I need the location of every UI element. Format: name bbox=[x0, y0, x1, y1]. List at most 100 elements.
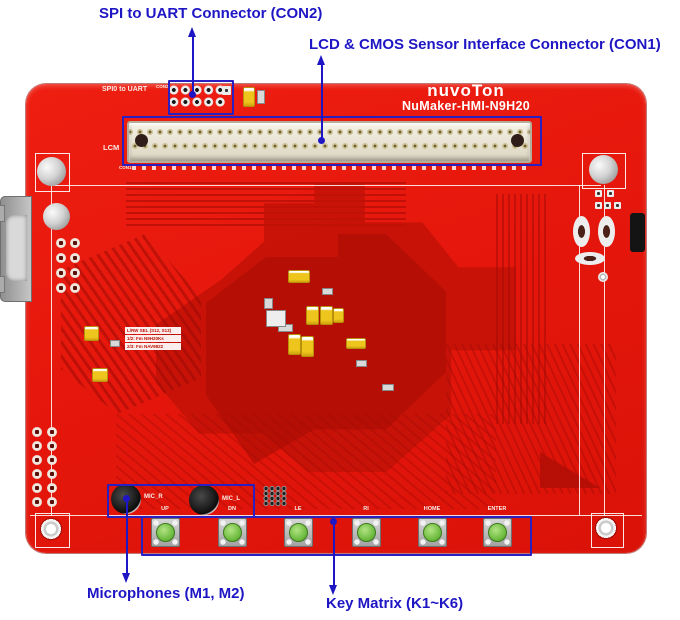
capacitor bbox=[346, 338, 366, 349]
key-button-k4: RI bbox=[346, 505, 386, 547]
key-label: HOME bbox=[423, 506, 441, 512]
tact-switch bbox=[351, 518, 381, 547]
silkscreen-frame-line bbox=[30, 515, 642, 516]
oval-pad bbox=[573, 216, 590, 247]
capacitor bbox=[288, 270, 310, 283]
mics-arrow-line bbox=[126, 500, 128, 574]
silkscreen-frame-line bbox=[604, 185, 605, 516]
capacitor bbox=[84, 326, 99, 341]
con2-arrow-dot bbox=[189, 91, 196, 98]
screw-outline bbox=[582, 153, 626, 189]
pad-grid bbox=[54, 236, 82, 296]
key-cap bbox=[422, 523, 442, 542]
silk-mic-r: MIC_R bbox=[144, 494, 163, 500]
key-label: RI bbox=[363, 506, 369, 512]
oval-pad bbox=[575, 252, 605, 265]
via-pad bbox=[598, 272, 608, 282]
mics-arrow-dot bbox=[123, 495, 130, 502]
smd-component bbox=[382, 384, 394, 391]
smd-component bbox=[110, 340, 120, 347]
smd-component bbox=[264, 298, 273, 309]
screw-icon bbox=[43, 203, 70, 230]
key-cap bbox=[288, 523, 308, 542]
connector-notch bbox=[511, 134, 524, 147]
silkscreen-frame-line bbox=[579, 185, 580, 516]
silkscreen-frame-line bbox=[51, 185, 601, 186]
con1-annotation-label: LCD & CMOS Sensor Interface Connector (C… bbox=[309, 36, 661, 53]
tact-switch bbox=[217, 518, 247, 547]
pin-label-row bbox=[132, 166, 532, 170]
key-label: LE bbox=[294, 506, 302, 512]
key-label: DN bbox=[228, 506, 236, 512]
capacitor bbox=[333, 308, 344, 323]
tact-switch bbox=[150, 518, 180, 547]
usb-connector bbox=[630, 213, 645, 252]
key-button-k2: DN bbox=[212, 505, 252, 547]
key-button-k5: HOME bbox=[412, 505, 452, 547]
jumper-table-row: 2/3: Fm NAV9822 bbox=[125, 343, 181, 350]
microphone-mic-l bbox=[189, 485, 219, 515]
key-button-k3: LE bbox=[278, 505, 318, 547]
mount-hole-outline bbox=[591, 513, 624, 548]
key-cap bbox=[356, 523, 376, 542]
header-pad bbox=[222, 86, 231, 95]
key-button-k6: ENTER bbox=[477, 505, 517, 547]
mics-highlight-box bbox=[107, 484, 255, 518]
tact-switch bbox=[482, 518, 512, 547]
mount-hole-icon bbox=[594, 516, 618, 540]
con1-arrow-line bbox=[321, 64, 323, 140]
key-label: ENTER bbox=[487, 506, 507, 512]
jumper-table-row: L/RW SEL (S12, S13) bbox=[125, 327, 181, 334]
trace-pattern bbox=[496, 194, 550, 424]
silk-con2-ref: CON2 bbox=[156, 84, 169, 89]
pin-header bbox=[263, 486, 287, 506]
capacitor bbox=[306, 306, 319, 325]
db9-face bbox=[6, 215, 27, 281]
header-pad bbox=[595, 190, 602, 197]
keys-annotation-label: Key Matrix (K1~K6) bbox=[326, 595, 464, 612]
con1-highlight-box bbox=[122, 116, 542, 166]
capacitor bbox=[320, 306, 333, 325]
db9-post bbox=[0, 205, 5, 222]
nuvoton-logo: nuvoTon bbox=[427, 81, 505, 100]
header-pad bbox=[595, 202, 602, 209]
tact-switch bbox=[417, 518, 447, 547]
trace-pattern bbox=[446, 344, 616, 494]
mics-arrow-icon bbox=[122, 573, 130, 583]
con2-arrow-line bbox=[192, 36, 194, 94]
key-button-k1: UP bbox=[145, 505, 185, 547]
connector-notch bbox=[135, 134, 148, 147]
db9-serial-connector bbox=[0, 196, 32, 302]
header-pad bbox=[604, 202, 611, 209]
db9-post bbox=[0, 276, 5, 293]
con2-arrow-icon bbox=[188, 27, 196, 37]
led-component bbox=[243, 87, 255, 107]
smd-component bbox=[322, 288, 333, 295]
mics-annotation-label: Microphones (M1, M2) bbox=[87, 585, 245, 602]
keys-arrow-icon bbox=[329, 585, 337, 595]
capacitor bbox=[92, 368, 108, 382]
jumper-select-table: L/RW SEL (S12, S13) 1/2: Fm N9H20Ks 2/3:… bbox=[125, 327, 181, 351]
spi-uart-header-con2 bbox=[168, 84, 226, 108]
screw-icon bbox=[37, 157, 66, 186]
lcm-connector-con1 bbox=[127, 121, 532, 163]
board-model-label: NuMaker-HMI-N9H20 bbox=[401, 99, 531, 113]
tact-switch bbox=[283, 518, 313, 547]
con1-arrow-icon bbox=[317, 55, 325, 65]
smd-component bbox=[257, 90, 265, 104]
capacitor bbox=[301, 336, 314, 357]
con2-highlight-box bbox=[168, 80, 234, 115]
trace-pattern bbox=[116, 414, 496, 509]
screw-icon bbox=[589, 155, 618, 184]
keys-highlight-box bbox=[141, 516, 532, 556]
silk-lcm: LCM bbox=[103, 143, 120, 152]
mount-hole-outline bbox=[35, 513, 70, 548]
con2-annotation-label: SPI to UART Connector (CON2) bbox=[99, 5, 323, 22]
screw-outline bbox=[35, 153, 70, 192]
key-cap bbox=[222, 523, 242, 542]
mount-hole-icon bbox=[39, 517, 63, 541]
jumper-table-row: 1/2: Fm N9H20Ks bbox=[125, 335, 181, 342]
header-pad bbox=[614, 202, 621, 209]
pcb-board: SPI0 to UART CON2 nuvoTon NuMaker-HMI-N9… bbox=[0, 81, 646, 553]
